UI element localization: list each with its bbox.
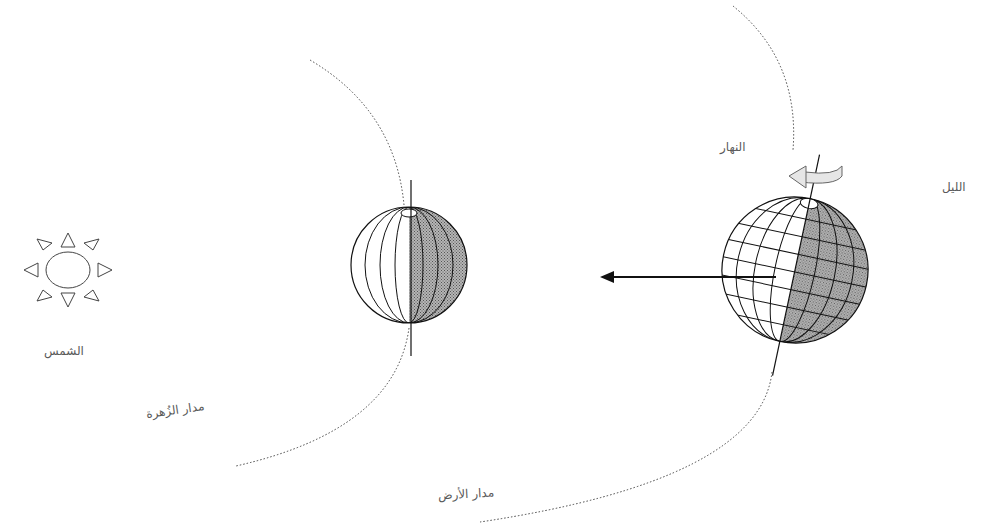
venus-globe <box>351 180 467 356</box>
night-label: الليل <box>942 180 966 194</box>
day-label: النهار <box>720 140 746 154</box>
sun-label: الشمس <box>44 344 84 358</box>
orbit-lines <box>236 6 794 522</box>
earth-globe <box>699 139 893 391</box>
sun-symbol <box>24 233 112 307</box>
orbit-label: مدار الأرض <box>438 486 495 503</box>
orbit-label: مدار الزُهرة <box>145 399 205 421</box>
rotation-arrow <box>789 166 842 188</box>
motion-arrow <box>600 271 776 283</box>
